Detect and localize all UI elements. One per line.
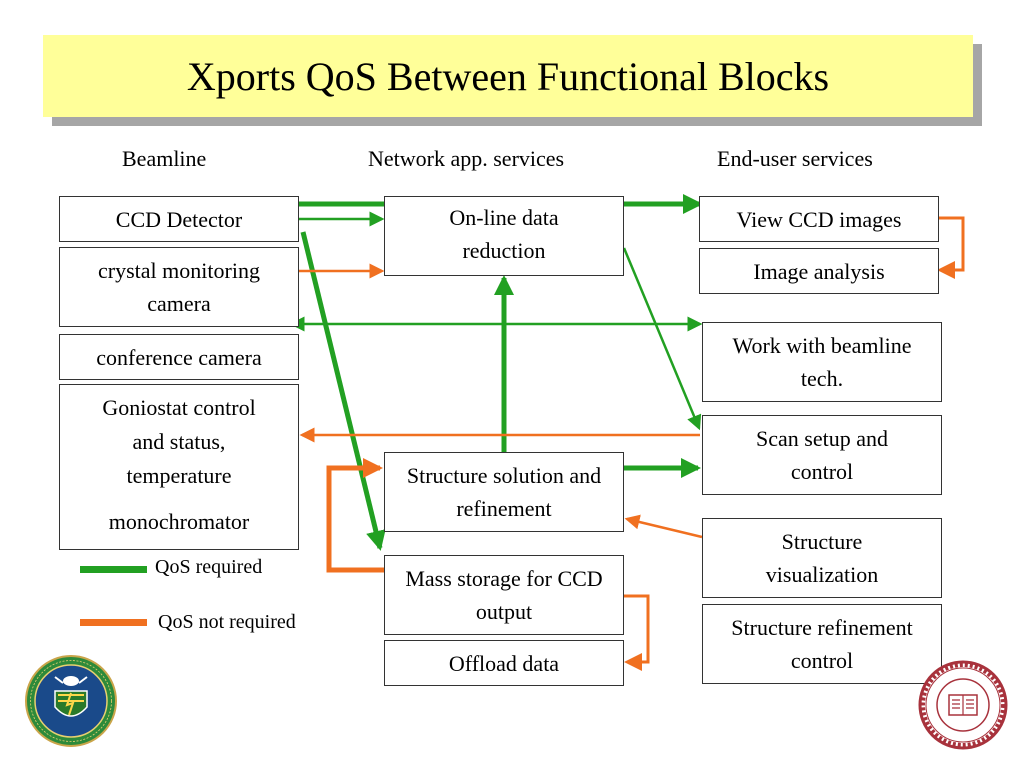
box-structure-solution: Structure solution and refinement [384,452,624,532]
box-crystal-camera-label: crystal monitoring camera [98,258,260,316]
box-mass-storage-label: Mass storage for CCD output [405,566,603,624]
column-header-network: Network app. services [368,146,565,171]
goniostat-line-1: Goniostat control [102,395,256,420]
monochromator-label: monochromator [108,509,250,534]
box-scan-setup-label: Scan setup and control [756,426,888,484]
box-crystal-camera: crystal monitoring camera [59,247,299,327]
legend-qos-not-required-swatch [80,619,147,626]
box-mass-storage: Mass storage for CCD output [384,555,624,635]
doe-seal-logo [25,655,117,747]
box-image-analysis-label: Image analysis [753,258,885,284]
box-structure-refine-label: Structure refinement control [731,615,913,673]
box-work-tech-label: Work with beamline tech. [732,333,912,391]
page-title: Xports QoS Between Functional Blocks [43,35,973,117]
arrow-vis-to-structure [624,514,703,539]
arrow-online-to-scan [622,247,702,431]
box-conference-camera-label: conference camera [96,344,262,370]
box-goniostat: Goniostat control and status, temperatur… [59,384,299,550]
box-image-analysis: Image analysis [699,248,939,294]
arrow-mass-to-structure [326,458,384,573]
arrow-ccd-to-mass-storage [300,231,386,551]
box-online-reduction-label: On-line data reduction [449,205,559,263]
arrow-mass-to-offload [623,594,650,671]
box-structure-vis: Structure visualization [702,518,942,598]
arrow-view-to-analysis [937,216,965,279]
legend-qos-not-required-label: QoS not required [158,611,296,633]
box-view-ccd-label: View CCD images [736,206,902,232]
box-offload-label: Offload data [448,650,560,676]
column-header-beamline: Beamline [122,146,207,171]
box-ccd-detector: CCD Detector [59,196,299,242]
box-ccd-detector-label: CCD Detector [115,206,243,232]
box-structure-refine: Structure refinement control [702,604,942,684]
box-offload: Offload data [384,640,624,686]
indiana-university-seal-logo [918,660,1008,750]
box-scan-setup: Scan setup and control [702,415,942,495]
box-view-ccd: View CCD images [699,196,939,242]
goniostat-line-3: temperature [126,463,232,488]
goniostat-line-2: and status, [132,429,226,454]
legend-qos-required-swatch [80,566,147,573]
column-header-enduser: End-user services [717,146,873,171]
box-online-reduction: On-line data reduction [384,196,624,276]
box-structure-vis-label: Structure visualization [765,529,879,587]
legend-qos-required-label: QoS required [155,556,263,578]
box-work-tech: Work with beamline tech. [702,322,942,402]
box-conference-camera: conference camera [59,334,299,380]
page-title-text: Xports QoS Between Functional Blocks [186,53,830,99]
box-structure-solution-label: Structure solution and refinement [406,463,602,521]
